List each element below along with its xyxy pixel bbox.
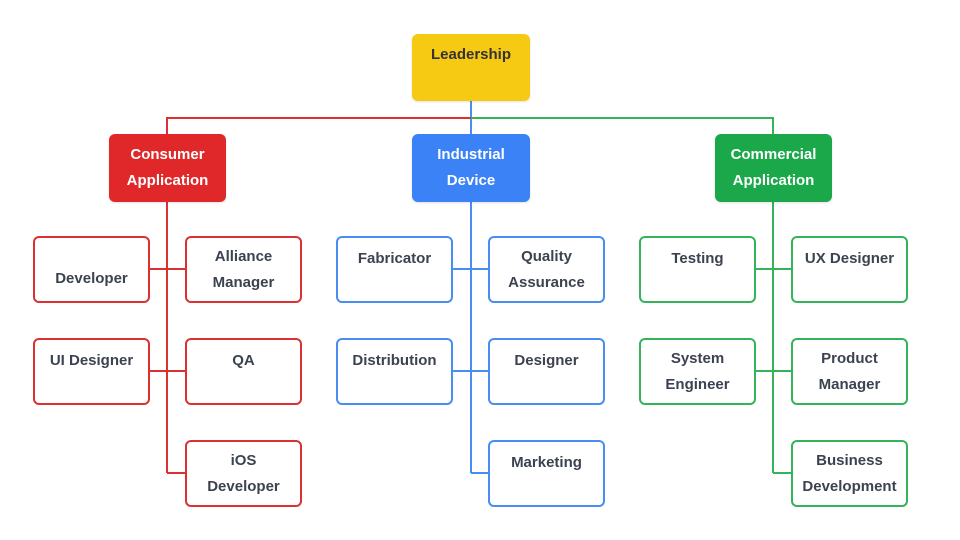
node-label: UI Designer — [49, 352, 134, 369]
node-commercial-application[interactable]: Commercial Application — [715, 134, 832, 202]
node-consumer-application[interactable]: Consumer Application — [109, 134, 226, 202]
node-label: System Engineer — [665, 349, 730, 393]
node-product-manager[interactable]: Product Manager — [791, 338, 908, 405]
node-label: Alliance Manager — [212, 247, 275, 291]
node-designer[interactable]: Designer — [488, 338, 605, 405]
node-label: Fabricator — [357, 250, 432, 267]
node-label: Industrial Device — [437, 146, 505, 189]
node-testing[interactable]: Testing — [639, 236, 756, 303]
node-ui-designer[interactable]: UI Designer — [33, 338, 150, 405]
node-leadership[interactable]: Leadership — [412, 34, 530, 101]
node-label: Product Manager — [818, 349, 881, 393]
node-label: UX Designer — [804, 250, 895, 267]
node-business-development[interactable]: Business Development — [791, 440, 908, 507]
node-label: Leadership — [430, 46, 512, 63]
node-fabricator[interactable]: Fabricator — [336, 236, 453, 303]
node-qa[interactable]: QA — [185, 338, 302, 405]
node-developer[interactable]: Developer — [33, 236, 150, 303]
node-ux-designer[interactable]: UX Designer — [791, 236, 908, 303]
node-system-engineer[interactable]: System Engineer — [639, 338, 756, 405]
node-label: QA — [232, 352, 255, 369]
node-label: Quality Assurance — [508, 247, 585, 291]
node-label: Developer — [55, 269, 128, 287]
node-alliance-manager[interactable]: Alliance Manager — [185, 236, 302, 303]
node-label: Designer — [514, 352, 579, 369]
node-ios-developer[interactable]: iOS Developer — [185, 440, 302, 507]
node-label: Commercial Application — [730, 146, 817, 189]
node-quality-assurance[interactable]: Quality Assurance — [488, 236, 605, 303]
node-distribution[interactable]: Distribution — [336, 338, 453, 405]
node-label: Business Development — [802, 451, 897, 495]
node-label: Testing — [671, 250, 724, 267]
node-label: Marketing — [511, 454, 582, 471]
node-industrial-device[interactable]: Industrial Device — [412, 134, 530, 202]
node-label: iOS Developer — [207, 451, 280, 495]
node-marketing[interactable]: Marketing — [488, 440, 605, 507]
connector-root-commercial — [471, 117, 774, 134]
node-label: Distribution — [352, 352, 437, 369]
node-label: Consumer Application — [126, 146, 209, 189]
connector-root-consumer — [166, 117, 471, 134]
